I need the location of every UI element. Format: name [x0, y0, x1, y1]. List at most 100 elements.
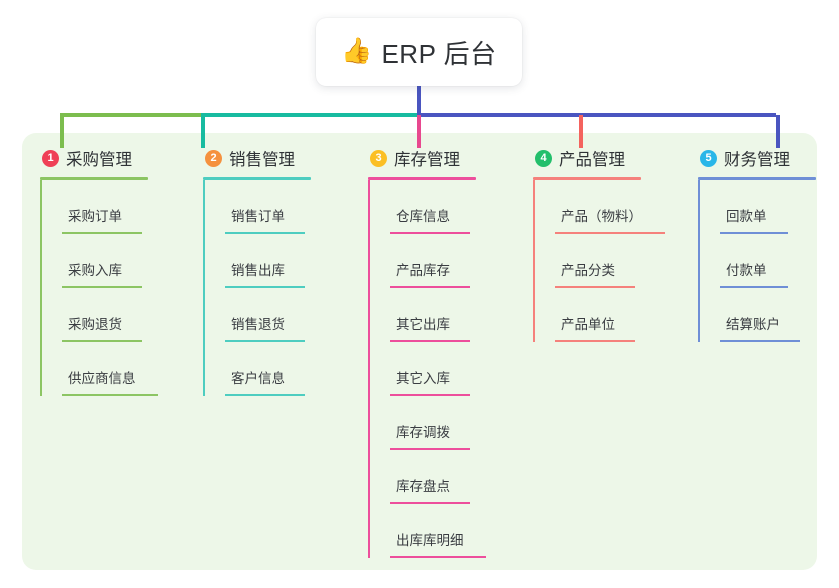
branch-leaf-label: 产品分类 — [561, 263, 615, 278]
branch-underline — [203, 177, 311, 180]
branch-header-purchase[interactable]: 1 采购管理 — [40, 146, 190, 170]
branch-leaf-underline — [62, 232, 142, 234]
branch-leaf-underline — [390, 286, 470, 288]
drop-1 — [60, 115, 64, 148]
branch-leaf[interactable]: 销售退货 — [225, 288, 353, 342]
branch-leaf-underline — [390, 502, 470, 504]
branch-number-badge: 2 — [205, 149, 222, 167]
branch-leaf[interactable]: 付款单 — [720, 234, 839, 288]
branch-leaf[interactable]: 采购入库 — [62, 234, 190, 288]
branch-leaf-underline — [225, 286, 305, 288]
branch-spine — [368, 180, 370, 558]
branch-header-sales[interactable]: 2 销售管理 — [203, 146, 353, 170]
branch-leaf-label: 回款单 — [726, 209, 767, 224]
branch-leaf-label: 付款单 — [726, 263, 767, 278]
branch-underline — [533, 177, 641, 180]
branch-title: 采购管理 — [66, 151, 132, 169]
branch-leaf[interactable]: 回款单 — [720, 180, 839, 234]
branch-spine — [40, 180, 42, 396]
branch-leaf-underline — [720, 286, 788, 288]
drop-4 — [579, 115, 583, 148]
branch-leaf[interactable]: 结算账户 — [720, 288, 839, 342]
root-title: ERP 后台 — [381, 38, 497, 69]
branch-leaf[interactable]: 产品（物料） — [555, 180, 683, 234]
branch-leaf-label: 仓库信息 — [396, 209, 450, 224]
branch-leaf[interactable]: 客户信息 — [225, 342, 353, 396]
branch-leaf-underline — [555, 286, 635, 288]
branch-leaf[interactable]: 出库库明细 — [390, 504, 518, 558]
branch-leaf[interactable]: 产品分类 — [555, 234, 683, 288]
branch-leaf-label: 库存调拨 — [396, 425, 450, 440]
branch-spine — [533, 180, 535, 342]
branch-leaf-underline — [225, 232, 305, 234]
branch-items-sales: 销售订单销售出库销售退货客户信息 — [203, 180, 353, 396]
indigo-segment — [417, 113, 776, 117]
branch-title: 库存管理 — [394, 151, 460, 169]
branch-column-purchase: 1 采购管理采购订单采购入库采购退货供应商信息 — [40, 146, 190, 396]
branch-column-inventory: 3 库存管理仓库信息产品库存其它出库其它入库库存调拨库存盘点出库库明细 — [368, 146, 518, 558]
branch-leaf[interactable]: 销售出库 — [225, 234, 353, 288]
branch-leaf-label: 销售退货 — [231, 317, 285, 332]
branch-leaf[interactable]: 采购退货 — [62, 288, 190, 342]
branch-leaf-label: 其它出库 — [396, 317, 450, 332]
branch-leaf[interactable]: 采购订单 — [62, 180, 190, 234]
branch-leaf-label: 客户信息 — [231, 371, 285, 386]
branch-leaf-label: 销售出库 — [231, 263, 285, 278]
branch-leaf-label: 库存盘点 — [396, 479, 450, 494]
branch-number-badge: 3 — [370, 149, 387, 167]
branch-leaf[interactable]: 库存盘点 — [390, 450, 518, 504]
branch-title: 销售管理 — [229, 151, 295, 169]
branch-leaf[interactable]: 产品单位 — [555, 288, 683, 342]
root-node[interactable]: 👍 ERP 后台 — [316, 18, 522, 86]
branch-leaf-underline — [225, 394, 305, 396]
branch-leaf-underline — [390, 556, 486, 558]
branch-header-product[interactable]: 4 产品管理 — [533, 146, 683, 170]
teal-segment — [201, 113, 417, 117]
branch-items-finance: 回款单付款单结算账户 — [698, 180, 839, 342]
branch-column-sales: 2 销售管理销售订单销售出库销售退货客户信息 — [203, 146, 353, 396]
branch-column-product: 4 产品管理产品（物料） 产品分类产品单位 — [533, 146, 683, 342]
branch-title: 产品管理 — [559, 151, 625, 169]
branch-title: 财务管理 — [724, 151, 790, 169]
branch-leaf-underline — [390, 340, 470, 342]
branch-spine — [698, 180, 700, 342]
branch-leaf-underline — [62, 286, 142, 288]
branch-leaf[interactable]: 产品库存 — [390, 234, 518, 288]
branch-leaf-label: 产品单位 — [561, 317, 615, 332]
branch-leaf-label: 出库库明细 — [396, 533, 464, 548]
branch-leaf-label: 结算账户 — [726, 317, 780, 332]
branch-underline — [368, 177, 476, 180]
branch-leaf[interactable]: 销售订单 — [225, 180, 353, 234]
branch-leaf[interactable]: 其它出库 — [390, 288, 518, 342]
branch-leaf-label: 采购订单 — [68, 209, 122, 224]
branch-leaf-underline — [555, 232, 665, 234]
branch-leaf[interactable]: 仓库信息 — [390, 180, 518, 234]
branch-underline — [698, 177, 816, 180]
green-segment — [60, 113, 201, 117]
drop-2 — [201, 115, 205, 148]
branch-leaf[interactable]: 其它入库 — [390, 342, 518, 396]
branch-leaf[interactable]: 库存调拨 — [390, 396, 518, 450]
branch-leaf-label: 产品（物料） — [561, 209, 642, 224]
branch-leaf-underline — [720, 340, 800, 342]
thumbs-up-icon: 👍 — [341, 36, 373, 65]
branch-items-inventory: 仓库信息产品库存其它出库其它入库库存调拨库存盘点出库库明细 — [368, 180, 518, 558]
branch-leaf-label: 采购入库 — [68, 263, 122, 278]
drop-5 — [776, 115, 780, 148]
content-panel — [22, 133, 817, 570]
branch-leaf-underline — [225, 340, 305, 342]
branch-leaf-underline — [390, 232, 470, 234]
branch-leaf-label: 销售订单 — [231, 209, 285, 224]
branch-leaf-underline — [555, 340, 635, 342]
branch-leaf[interactable]: 供应商信息 — [62, 342, 190, 396]
branch-leaf-label: 其它入库 — [396, 371, 450, 386]
branch-header-inventory[interactable]: 3 库存管理 — [368, 146, 518, 170]
branch-number-badge: 1 — [42, 149, 59, 167]
branch-number-badge: 4 — [535, 149, 552, 167]
branch-leaf-label: 供应商信息 — [68, 371, 136, 386]
branch-items-product: 产品（物料） 产品分类产品单位 — [533, 180, 683, 342]
branch-leaf-underline — [720, 232, 788, 234]
